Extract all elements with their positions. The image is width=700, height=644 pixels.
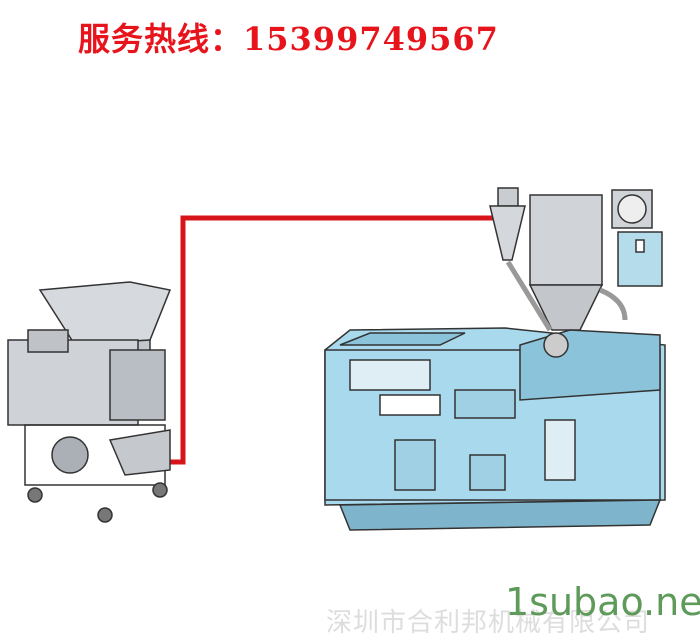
watermark: 1subao.net — [505, 580, 700, 624]
company-name: 深圳市合利邦机械有限公司 — [326, 608, 651, 638]
injection-molding-machine — [324, 327, 666, 531]
hopper-dryer — [489, 187, 663, 332]
granulator — [7, 281, 172, 523]
service-hotline: 服务热线：15399749567 — [78, 20, 499, 58]
